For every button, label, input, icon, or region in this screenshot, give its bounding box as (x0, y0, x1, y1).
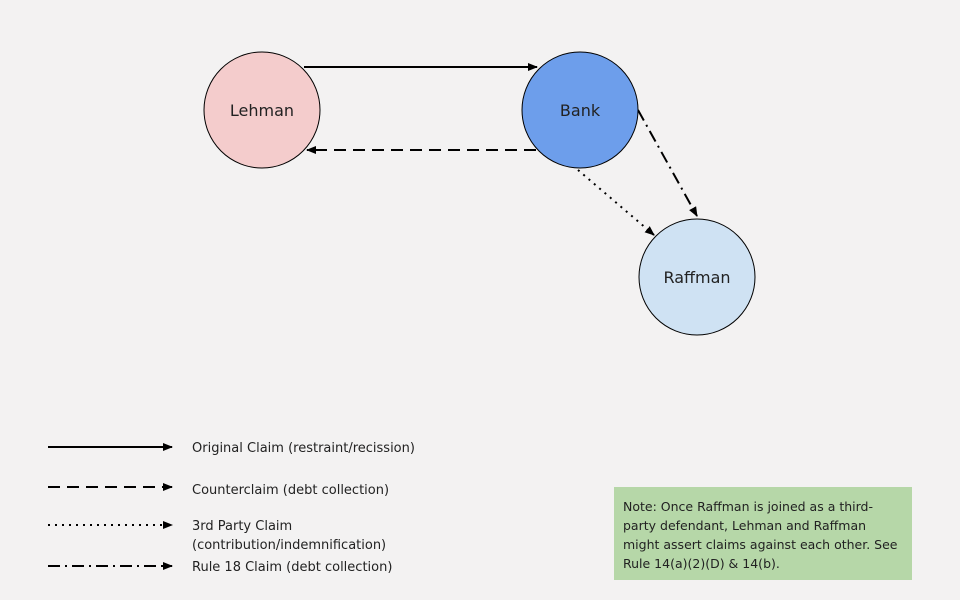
node-raffman-circle (638, 218, 756, 336)
node-bank: Bank (521, 51, 639, 169)
legend-counterclaim-label: Counterclaim (debt collection) (192, 483, 389, 498)
legend-original-label: Original Claim (restraint/recission) (192, 441, 415, 456)
third-party-claim-arrow (577, 169, 655, 236)
node-lehman-label: Lehman (230, 101, 294, 120)
legend: Original Claim (restraint/recission) Cou… (48, 441, 415, 575)
node-lehman-circle (203, 51, 321, 169)
note-box: Note: Once Raffman is joined as a third-… (614, 487, 912, 580)
node-lehman: Lehman (203, 51, 321, 169)
node-raffman: Raffman (638, 218, 756, 336)
legend-third-party-label: 3rd Party Claim (192, 519, 292, 534)
legend-third-party-label-line2: (contribution/indemnification) (192, 538, 386, 553)
legend-rule18-label: Rule 18 Claim (debt collection) (192, 560, 392, 575)
note-text: Note: Once Raffman is joined as a third-… (623, 499, 898, 571)
node-bank-label: Bank (560, 101, 601, 120)
rule18-claim-arrow (637, 109, 698, 217)
node-raffman-label: Raffman (663, 268, 730, 287)
node-bank-circle (521, 51, 639, 169)
